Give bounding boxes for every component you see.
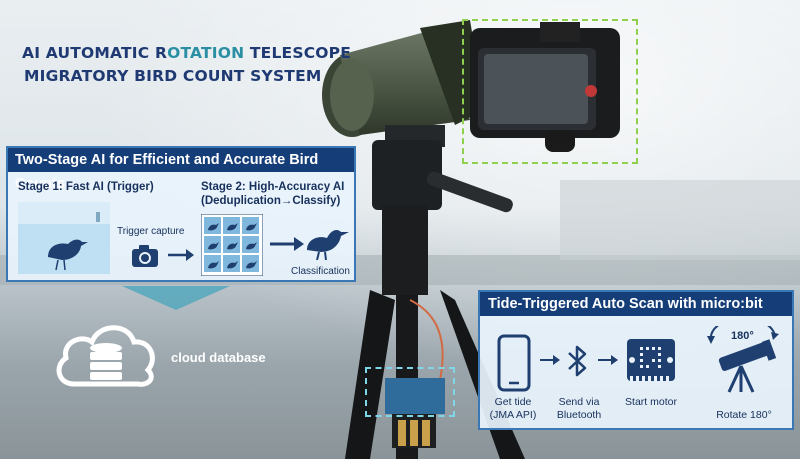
stage1-scene <box>18 202 110 274</box>
telescope-icon <box>707 326 779 393</box>
poster-title-line2: MIGRATORY BIRD COUNT SYSTEM <box>24 67 322 85</box>
phone-highlight-box <box>462 19 638 164</box>
classification-label: Classification <box>291 266 350 277</box>
step2-label-line2: Bluetooth <box>556 409 602 421</box>
bluetooth-icon <box>568 345 587 377</box>
trigger-capture-label: Trigger capture <box>117 226 185 237</box>
rotation-badge: 180° <box>731 330 754 342</box>
stage1-label: Stage 1: Fast AI (Trigger) <box>18 181 154 193</box>
step2-label-line1: Send via <box>558 396 600 408</box>
arrow-right-icon <box>270 237 304 251</box>
bird-icon <box>307 230 349 260</box>
cloud-database-icon <box>56 325 155 387</box>
step1-label-line1: Get tide <box>494 396 532 408</box>
poster-title-line1: AI AUTOMATIC ROTATION TELESCOPE <box>22 44 351 62</box>
microbit-icon <box>627 339 675 381</box>
step1-label-line2: (JMA API) <box>489 409 537 421</box>
stage2-label-line2: (Deduplication→Classify) <box>201 195 341 207</box>
stage2-label-line1: Stage 2: High-Accuracy AI <box>201 181 345 193</box>
arrow-down-icon <box>122 286 230 310</box>
arrow-right-icon <box>598 355 618 365</box>
tide-scan-heading: Tide-Triggered Auto Scan with micro:bit <box>480 292 792 316</box>
phone-icon <box>497 334 531 392</box>
bird-icon <box>48 239 88 271</box>
step4-label: Rotate 180° <box>716 409 772 421</box>
telescope-photo <box>322 20 620 459</box>
camera-icon <box>132 245 158 267</box>
arrow-right-icon <box>540 355 560 365</box>
two-stage-ai-panel: Two-Stage AI for Efficient and Accurate … <box>6 146 356 282</box>
arrow-right-icon <box>168 249 194 261</box>
two-stage-ai-heading: Two-Stage AI for Efficient and Accurate … <box>8 148 354 192</box>
deduplication-grid <box>201 214 263 276</box>
cloud-database-label: cloud database <box>171 350 266 365</box>
microbit-highlight-box <box>365 367 455 417</box>
step3-label: Start motor <box>625 396 677 408</box>
tide-scan-panel: Tide-Triggered Auto Scan with micro:bit <box>478 290 794 430</box>
